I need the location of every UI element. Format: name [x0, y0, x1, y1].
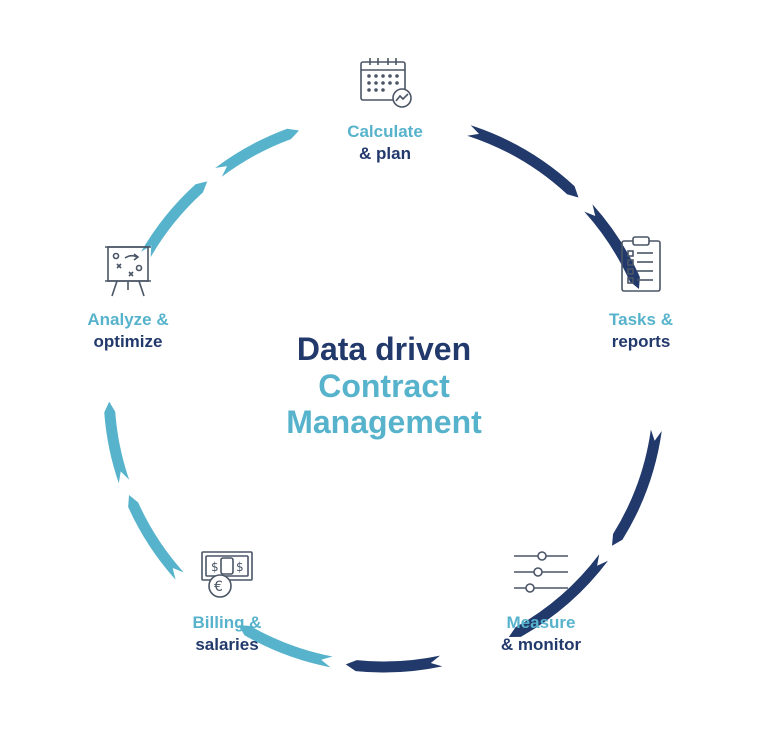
- step-calculate-plan: Calculate & plan: [347, 121, 423, 165]
- step-billing-salaries: Billing & salaries: [193, 612, 262, 656]
- ring-arrow-segment: [141, 181, 208, 258]
- center-title: Data driven Contract Management: [286, 330, 482, 440]
- center-title-line3: Management: [286, 404, 482, 440]
- ring-arrow-segment: [238, 625, 333, 668]
- ring-arrow-segment: [467, 125, 579, 198]
- step-analyze-line2: optimize: [93, 332, 163, 351]
- svg-text:€: €: [214, 579, 223, 595]
- step-tasks-line1: Tasks &: [609, 310, 673, 329]
- ring-arrow-segment: [345, 655, 443, 673]
- ring-arrow-segment: [104, 401, 130, 484]
- ring-arrow-segment: [128, 495, 184, 580]
- step-billing-line2: salaries: [195, 635, 259, 654]
- clipboard-checklist-icon: [619, 235, 663, 298]
- ring-arrow-segment: [508, 554, 609, 638]
- step-calculate-line2: & plan: [359, 144, 411, 163]
- step-measure-monitor: Measure & monitor: [501, 612, 581, 656]
- step-billing-line1: Billing &: [192, 613, 262, 632]
- calendar-chart-icon: [358, 55, 414, 116]
- center-title-line1: Data driven: [296, 331, 472, 367]
- step-measure-line2: & monitor: [500, 635, 582, 654]
- step-tasks-reports: Tasks & reports: [609, 309, 673, 353]
- step-analyze-line1: Analyze &: [87, 310, 169, 329]
- strategy-board-icon: [103, 244, 153, 303]
- sliders-icon: [512, 548, 570, 599]
- euro-banknotes-icon: $ $ €: [198, 548, 256, 605]
- center-title-line2: Contract: [318, 368, 450, 404]
- ring-arrow-segment: [584, 204, 640, 289]
- step-calculate-line1: Calculate: [347, 122, 423, 141]
- step-analyze-optimize: Analyze & optimize: [87, 309, 168, 353]
- svg-text:$: $: [211, 560, 219, 574]
- step-measure-line1: Measure: [506, 613, 576, 632]
- ring-arrow-segment: [215, 128, 300, 177]
- svg-text:$: $: [236, 560, 244, 574]
- step-tasks-line2: reports: [611, 332, 671, 351]
- ring-arrow-segment: [611, 429, 662, 546]
